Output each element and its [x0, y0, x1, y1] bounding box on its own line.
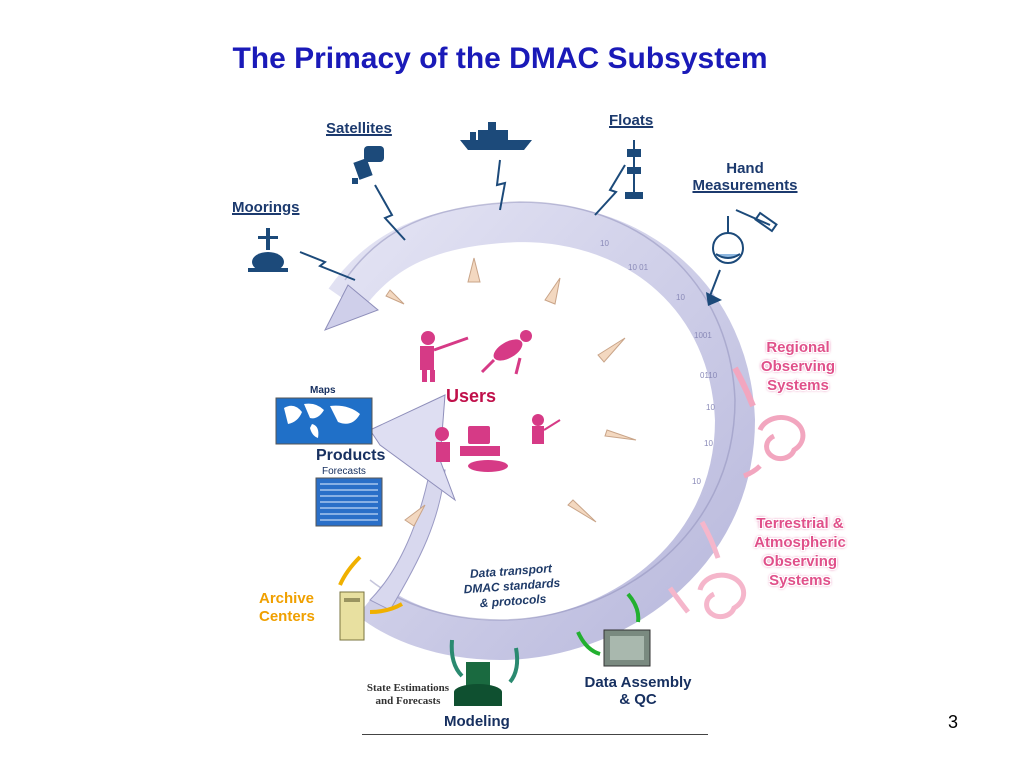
dmac-ring	[323, 201, 756, 661]
arrow-icon	[706, 292, 722, 306]
flask-icon	[707, 209, 778, 301]
hand-measurements-label: Hand Measurements	[682, 160, 808, 194]
label-line: Systems	[767, 377, 829, 394]
inner-arrow	[385, 289, 405, 305]
state-estimations-label: State Estimations and Forecasts	[360, 682, 456, 708]
lightning-icon	[374, 184, 406, 241]
svg-text:10: 10	[692, 477, 701, 486]
users-label: Users	[446, 386, 497, 406]
page-number: 3	[948, 712, 959, 732]
inner-arrow	[404, 504, 426, 527]
ring-digits: 10 10 01 10 1001 0110 10 10 10	[600, 239, 718, 486]
diver-icon	[480, 330, 532, 375]
computer-icon	[603, 629, 651, 667]
moorings-label: Moorings	[232, 199, 300, 216]
inner-arrow	[597, 337, 626, 363]
svg-text:10: 10	[600, 239, 609, 248]
regional-spiral-icon	[732, 366, 806, 479]
lightning-icon	[495, 159, 507, 211]
terrestrial-spiral-icon	[667, 520, 747, 620]
maps-label: Maps	[310, 385, 336, 396]
data-transport-label: Data transport DMAC standards & protocol…	[451, 560, 574, 613]
label-line: Data Assembly	[584, 674, 692, 691]
lightning-icon	[594, 164, 626, 216]
terrestrial-observing-label: Terrestrial & Atmospheric Observing Syst…	[738, 514, 862, 590]
satellites-label: Satellites	[326, 120, 392, 137]
label-line: Archive	[259, 590, 315, 607]
label-line: Observing	[760, 358, 836, 375]
slide-title: The Primacy of the DMAC Subsystem	[232, 42, 768, 75]
archive-server-icon	[339, 591, 365, 641]
world-map	[275, 397, 373, 445]
graduate-icon	[532, 414, 561, 444]
lightning-icon	[299, 251, 356, 281]
computer-user-icon	[435, 426, 508, 472]
svg-text:1001: 1001	[694, 331, 712, 340]
svg-text:10: 10	[676, 293, 685, 302]
ship-icon	[460, 122, 532, 150]
label-line: Terrestrial &	[756, 515, 844, 532]
archive-centers-label: Archive Centers	[259, 590, 315, 626]
label-line: Observing	[762, 553, 838, 570]
satellite-icon	[352, 146, 384, 184]
svg-text:10: 10	[704, 439, 713, 448]
label-line: State Estimations	[366, 682, 450, 694]
forecasts-label: Forecasts	[322, 466, 366, 477]
orange-arrows	[338, 555, 403, 614]
modeling-label: Modeling	[444, 713, 510, 730]
modeling-icon	[454, 662, 502, 706]
lightning-bolts	[299, 159, 626, 281]
inner-arrow	[567, 499, 597, 523]
label-line: Atmospheric	[754, 534, 846, 551]
green-arrows	[576, 592, 641, 656]
bottom-rule	[362, 734, 708, 735]
inner-arrow	[467, 257, 481, 283]
label-line: Centers	[259, 608, 315, 625]
person-icon	[420, 331, 469, 382]
forecasts-document	[315, 477, 383, 527]
mooring-icon	[248, 228, 288, 272]
floats-label: Floats	[609, 112, 654, 129]
float-icon	[625, 140, 643, 199]
teal-arrows	[449, 639, 520, 684]
inner-arrow	[544, 277, 561, 305]
regional-observing-label: Regional Observing Systems	[738, 338, 858, 395]
svg-text:10: 10	[706, 403, 715, 412]
label-line: Regional	[766, 339, 830, 356]
svg-text:0110: 0110	[700, 371, 718, 380]
inner-arrow	[604, 429, 637, 441]
hand-label-line: Measurements	[692, 177, 798, 194]
hand-label-line: Hand	[726, 160, 764, 177]
label-line: & QC	[619, 691, 657, 708]
data-assembly-label: Data Assembly & QC	[570, 674, 706, 708]
label-line: and Forecasts	[375, 695, 441, 707]
inner-arrows	[385, 257, 637, 527]
users-figures	[420, 330, 561, 472]
svg-text:10 01: 10 01	[628, 263, 649, 272]
label-line: Systems	[769, 572, 831, 589]
products-label: Products	[316, 447, 386, 464]
